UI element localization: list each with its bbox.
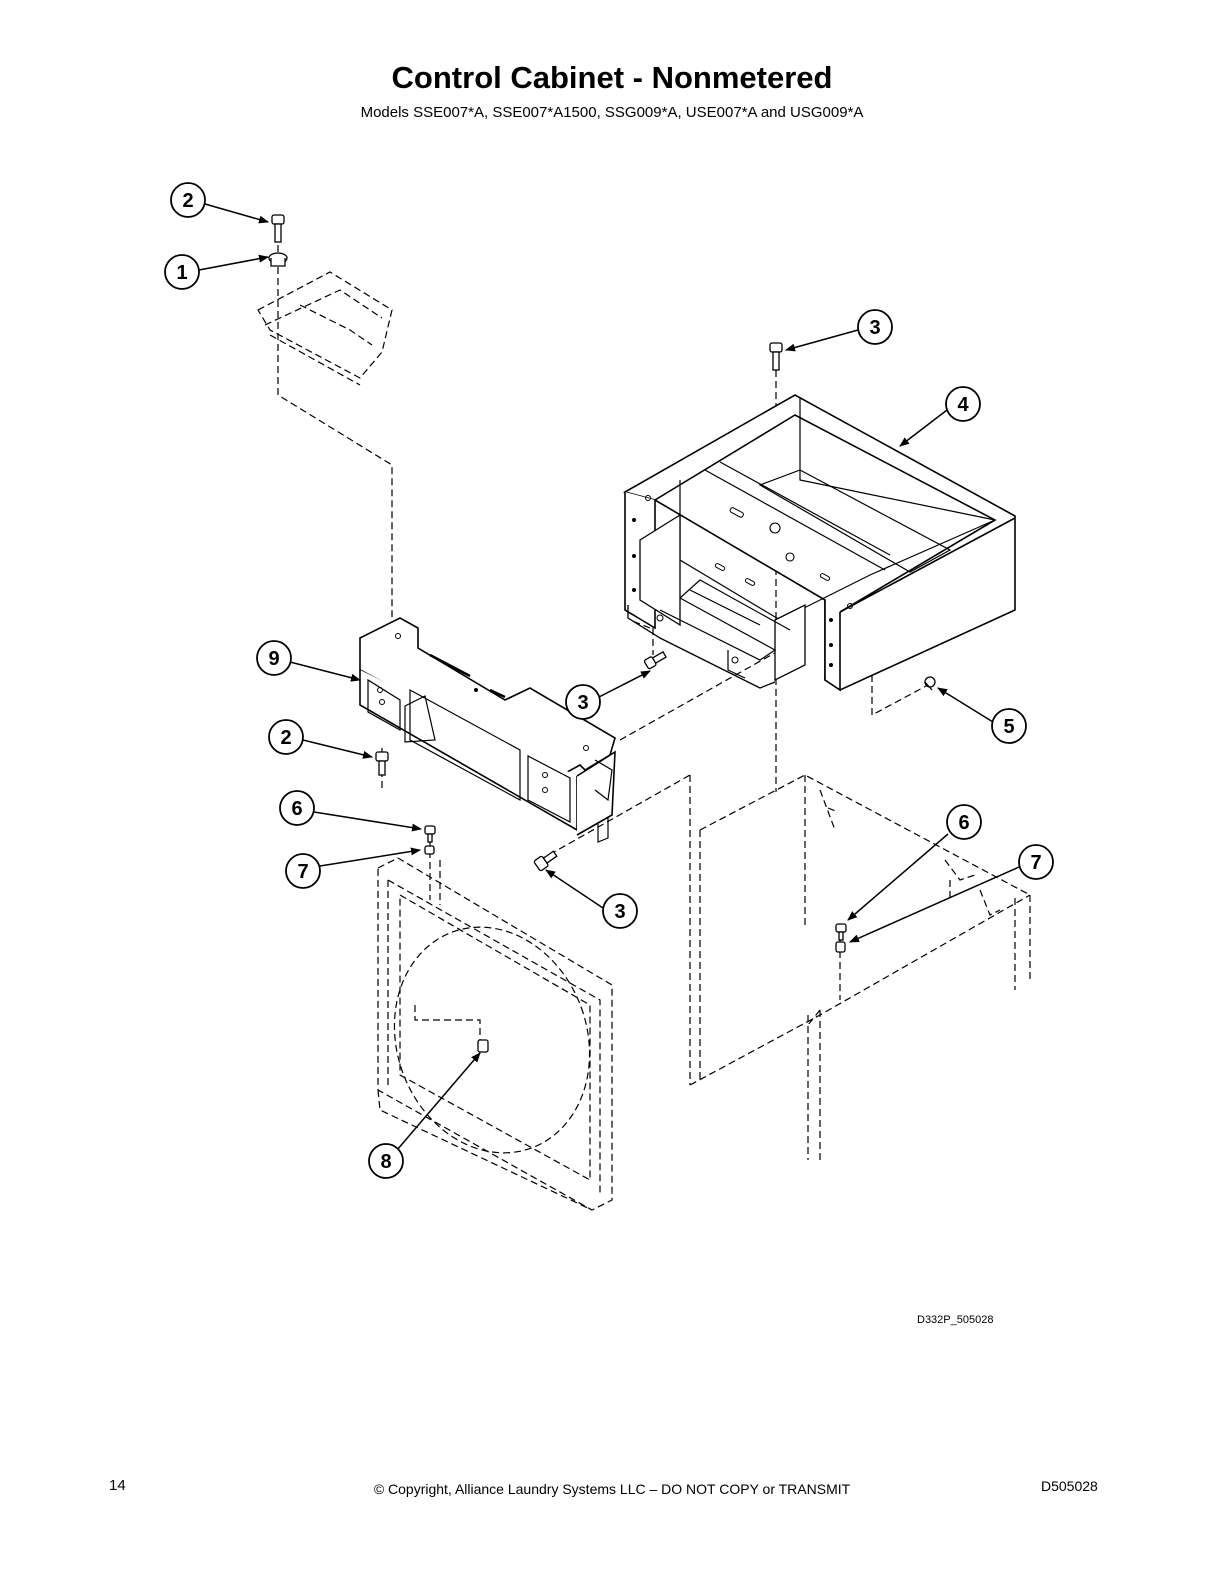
callout-7-right: 7 (1018, 844, 1054, 880)
screw-part-2-mid (375, 751, 389, 776)
washer-part-1 (268, 252, 288, 267)
svg-text:1: 1 (176, 262, 187, 284)
callout-5: 5 (991, 708, 1027, 744)
callout-2-top: 2 (170, 182, 206, 218)
screw-part-3-bottom (533, 850, 558, 872)
svg-text:8: 8 (380, 1151, 391, 1173)
svg-text:9: 9 (268, 648, 279, 670)
screw-part-3-top (769, 342, 783, 371)
nut-part-7-left (424, 845, 435, 855)
callout-6-right: 6 (946, 804, 982, 840)
screw-part-5 (924, 676, 936, 691)
callout-4: 4 (945, 386, 981, 422)
callout-2-mid: 2 (268, 719, 304, 755)
svg-text:5: 5 (1003, 716, 1014, 738)
control-cabinet-part-4 (622, 394, 1016, 692)
callout-6-left: 6 (279, 790, 315, 826)
callout-7-left: 7 (285, 853, 321, 889)
svg-text:3: 3 (577, 692, 588, 714)
phantom-front-panel (377, 840, 613, 1211)
nut-part-7-right (835, 941, 846, 953)
svg-text:6: 6 (291, 798, 302, 820)
svg-text:7: 7 (297, 861, 308, 883)
screw-part-6-right (835, 923, 847, 941)
svg-text:7: 7 (1030, 852, 1041, 874)
model-list: Models SSE007*A, SSE007*A1500, SSG009*A,… (360, 104, 864, 121)
callout-9: 9 (256, 640, 292, 676)
fasteners (268, 214, 936, 1053)
callout-3-top: 3 (857, 309, 893, 345)
callout-3-bottom: 3 (602, 893, 638, 929)
page-number: 14 (109, 1477, 126, 1494)
svg-text:4: 4 (957, 394, 969, 416)
svg-text:2: 2 (182, 190, 193, 212)
callout-8: 8 (368, 1143, 404, 1179)
svg-text:3: 3 (614, 901, 625, 923)
screw-part-2-top (271, 214, 285, 243)
copyright-notice: © Copyright, Alliance Laundry Systems LL… (373, 1481, 851, 1497)
svg-text:3: 3 (869, 317, 880, 339)
callout-1: 1 (164, 254, 200, 290)
page-title: Control Cabinet - Nonmetered (391, 60, 833, 95)
document-number: D505028 (1041, 1478, 1098, 1494)
drawing-id: D332P_505028 (917, 1314, 994, 1326)
screw-part-6-left (424, 825, 436, 843)
callout-3-mid: 3 (565, 684, 601, 720)
svg-text:6: 6 (958, 812, 969, 834)
svg-text:2: 2 (280, 727, 291, 749)
phantom-cabinet-frame (629, 619, 1031, 1160)
phantom-top-bracket (257, 271, 393, 640)
clip-part-8 (477, 1039, 489, 1053)
screw-part-3-mid (643, 651, 667, 670)
leader-lines (198, 203, 1020, 1151)
control-bracket-part-9 (359, 617, 616, 843)
